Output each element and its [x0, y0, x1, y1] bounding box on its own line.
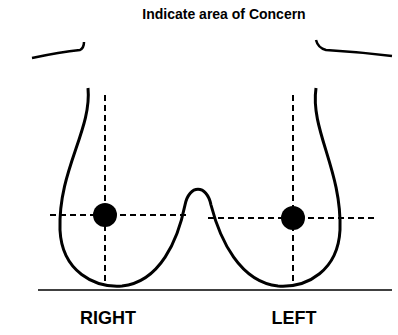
base-line [38, 289, 392, 291]
dashed-axis [292, 95, 294, 284]
dashed-axis [50, 214, 190, 216]
diagram-title: Indicate area of Concern [142, 7, 305, 21]
nipple-dot [281, 206, 305, 230]
nipple-dot [93, 203, 117, 227]
side-label: LEFT [272, 309, 317, 327]
side-label: RIGHT [80, 309, 136, 327]
dashed-axis [104, 95, 106, 284]
shoulder-line [316, 40, 392, 56]
breast-outline [60, 88, 340, 286]
shoulder-line [32, 42, 84, 58]
